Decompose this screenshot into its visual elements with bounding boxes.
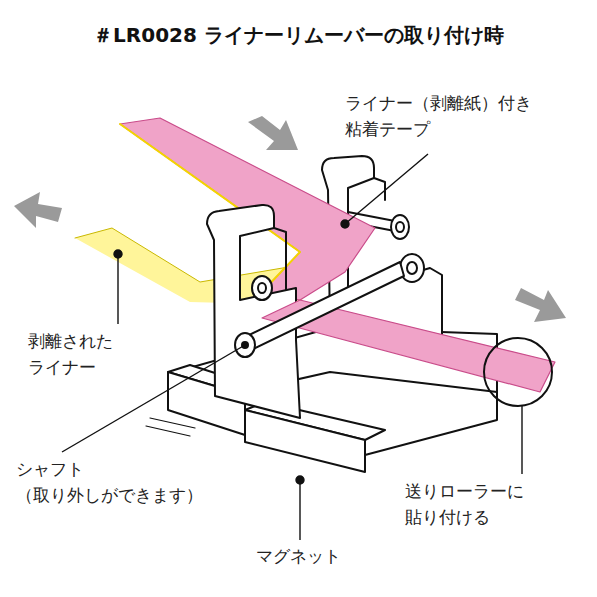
detail-circle — [484, 338, 552, 406]
callout-label: シャフト （取り外しができます） — [16, 456, 246, 509]
callout-label: マグネット — [256, 543, 376, 569]
callout-label: ライナー（剥離紙）付き 粘着テープ — [345, 90, 560, 143]
shaft — [243, 262, 404, 352]
callout-label: 剥離された ライナー — [28, 328, 138, 381]
magnet — [245, 410, 365, 472]
direction-arrows — [14, 116, 566, 322]
title: ＃LR0028 ライナーリムーバーの取り付け時 — [0, 22, 597, 49]
callout-label: 送りローラーに 貼り付ける — [405, 478, 555, 531]
